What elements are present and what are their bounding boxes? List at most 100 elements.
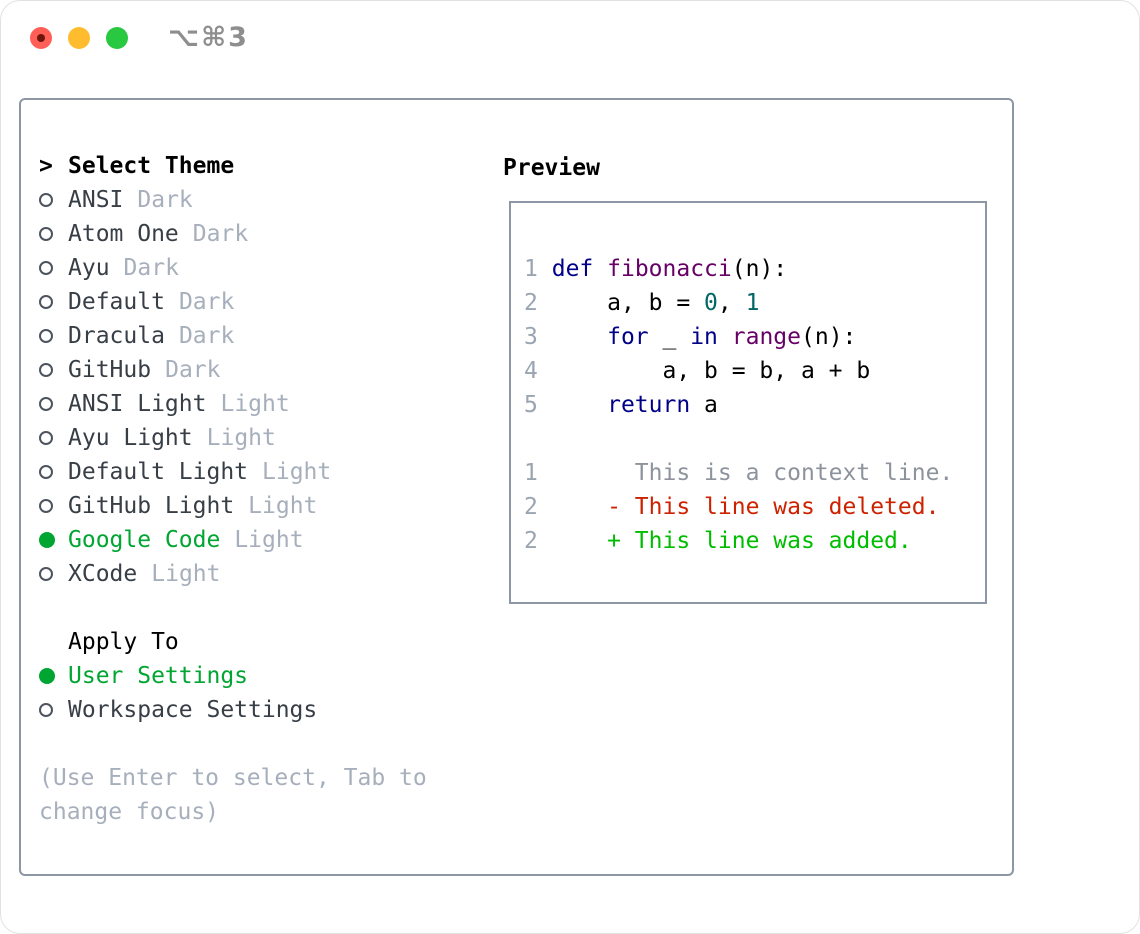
radio-icon[interactable] bbox=[39, 295, 53, 309]
option-label: Ayu Light bbox=[68, 425, 193, 451]
option-label: User Settings bbox=[68, 663, 249, 689]
theme-option-ansi-light[interactable]: ANSI Light Light bbox=[39, 387, 489, 421]
code-token-num: 0 bbox=[704, 290, 718, 316]
theme-variant-tag: Light bbox=[262, 459, 332, 485]
option-label: Atom One bbox=[68, 221, 179, 247]
code-token-num: 1 bbox=[745, 290, 760, 316]
code-token-pl: a, b = bbox=[537, 290, 705, 316]
code-token-kw: in bbox=[690, 324, 718, 350]
apply-option-user-settings[interactable]: User Settings bbox=[39, 659, 489, 693]
close-button[interactable] bbox=[30, 27, 52, 49]
radio-selected-icon[interactable] bbox=[39, 668, 55, 684]
code-token-lnum: 4 bbox=[524, 358, 538, 384]
code-token-lnum: 2 bbox=[524, 494, 538, 520]
radio-icon[interactable] bbox=[39, 567, 53, 581]
code-token-lnum: 1 bbox=[524, 256, 538, 282]
code-token-ctx: This is a context line. bbox=[537, 460, 954, 486]
radio-icon[interactable] bbox=[39, 499, 53, 513]
theme-option-google-code[interactable]: Google Code Light bbox=[39, 523, 489, 557]
radio-icon[interactable] bbox=[39, 465, 53, 479]
theme-option-xcode[interactable]: XCode Light bbox=[39, 557, 489, 591]
hint-text: (Use Enter to select, Tab to change focu… bbox=[39, 765, 427, 825]
code-token-pl bbox=[538, 392, 607, 418]
theme-variant-tag: Light bbox=[206, 425, 276, 451]
code-token-fn: fibonacci bbox=[607, 256, 732, 282]
code-line: 2 + This line was added. bbox=[524, 524, 975, 558]
radio-icon[interactable] bbox=[39, 329, 53, 343]
option-label: Dracula bbox=[68, 323, 165, 349]
code-line: 3 for _ in range(n): bbox=[524, 320, 975, 354]
select-theme-title: Select Theme bbox=[68, 153, 235, 179]
radio-icon[interactable] bbox=[39, 193, 53, 207]
code-token-pl: _ bbox=[648, 324, 691, 350]
code-line bbox=[524, 422, 975, 456]
code-token-pl: , bbox=[717, 290, 746, 316]
apply-to-title: Apply To bbox=[68, 629, 179, 655]
code-token-kw: for bbox=[607, 324, 649, 350]
radio-icon[interactable] bbox=[39, 703, 53, 717]
code-token-pl: a, b = b, a + b bbox=[537, 358, 871, 384]
code-token-lnum: 5 bbox=[524, 392, 538, 418]
radio-icon[interactable] bbox=[39, 397, 53, 411]
apply-option-workspace-settings[interactable]: Workspace Settings bbox=[39, 693, 489, 727]
preview-title: Preview bbox=[503, 155, 600, 181]
theme-variant-tag: Light bbox=[248, 493, 318, 519]
theme-variant-tag: Light bbox=[151, 561, 221, 587]
spacer bbox=[39, 591, 489, 625]
radio-icon[interactable] bbox=[39, 431, 53, 445]
radio-icon[interactable] bbox=[39, 363, 53, 377]
code-line: 5 return a bbox=[524, 388, 975, 422]
traffic-lights bbox=[30, 27, 128, 49]
code-token-lnum: 3 bbox=[524, 324, 538, 350]
zoom-button[interactable] bbox=[106, 27, 128, 49]
theme-option-ayu-light[interactable]: Ayu Light Light bbox=[39, 421, 489, 455]
select-theme-header: > Select Theme bbox=[39, 149, 489, 183]
code-token-pl bbox=[718, 324, 732, 350]
theme-option-dracula[interactable]: Dracula Dark bbox=[39, 319, 489, 353]
code-token-kw: return bbox=[607, 392, 691, 418]
radio-icon[interactable] bbox=[39, 227, 53, 241]
option-label: Default Light bbox=[68, 459, 249, 485]
theme-option-atom-one[interactable]: Atom One Dark bbox=[39, 217, 489, 251]
spacer bbox=[39, 727, 489, 761]
code-token-pl: (n): bbox=[801, 324, 857, 350]
code-token-fn: range bbox=[731, 324, 802, 350]
theme-variant-tag: Dark bbox=[192, 221, 249, 247]
theme-variant-tag: Light bbox=[234, 527, 304, 553]
code-line: 1 def fibonacci(n): bbox=[524, 252, 975, 286]
code-line: 2 a, b = 0, 1 bbox=[524, 286, 975, 320]
minimize-button[interactable] bbox=[68, 27, 90, 49]
code-token-pl bbox=[593, 256, 607, 282]
radio-icon[interactable] bbox=[39, 261, 53, 275]
code-token-lnum: 2 bbox=[524, 528, 538, 554]
theme-option-ansi[interactable]: ANSI Dark bbox=[39, 183, 489, 217]
code-line: 1 This is a context line. bbox=[524, 456, 975, 490]
code-token-pl: a bbox=[690, 392, 718, 418]
code-token-del: - This line was deleted. bbox=[537, 494, 940, 520]
option-label: Workspace Settings bbox=[68, 697, 318, 723]
theme-option-default-light[interactable]: Default Light Light bbox=[39, 455, 489, 489]
code-token-add: + This line was added. bbox=[537, 528, 912, 554]
theme-variant-tag: Dark bbox=[178, 323, 235, 349]
option-label: XCode bbox=[68, 561, 138, 587]
option-label: ANSI Light bbox=[68, 391, 207, 417]
window-title: ⌥⌘3 bbox=[168, 22, 249, 53]
theme-variant-tag: Dark bbox=[137, 187, 193, 213]
option-label: Default bbox=[68, 289, 165, 315]
theme-variant-tag: Light bbox=[220, 391, 290, 417]
code-token-pl bbox=[538, 256, 552, 282]
prompt-caret-icon: > bbox=[39, 153, 53, 179]
theme-variant-tag: Dark bbox=[178, 289, 235, 315]
radio-selected-icon[interactable] bbox=[39, 532, 55, 548]
option-label: ANSI bbox=[68, 187, 124, 213]
option-label: GitHub bbox=[68, 357, 152, 383]
theme-option-default[interactable]: Default Dark bbox=[39, 285, 489, 319]
option-label: Google Code bbox=[68, 527, 221, 553]
theme-variant-tag: Dark bbox=[123, 255, 179, 281]
